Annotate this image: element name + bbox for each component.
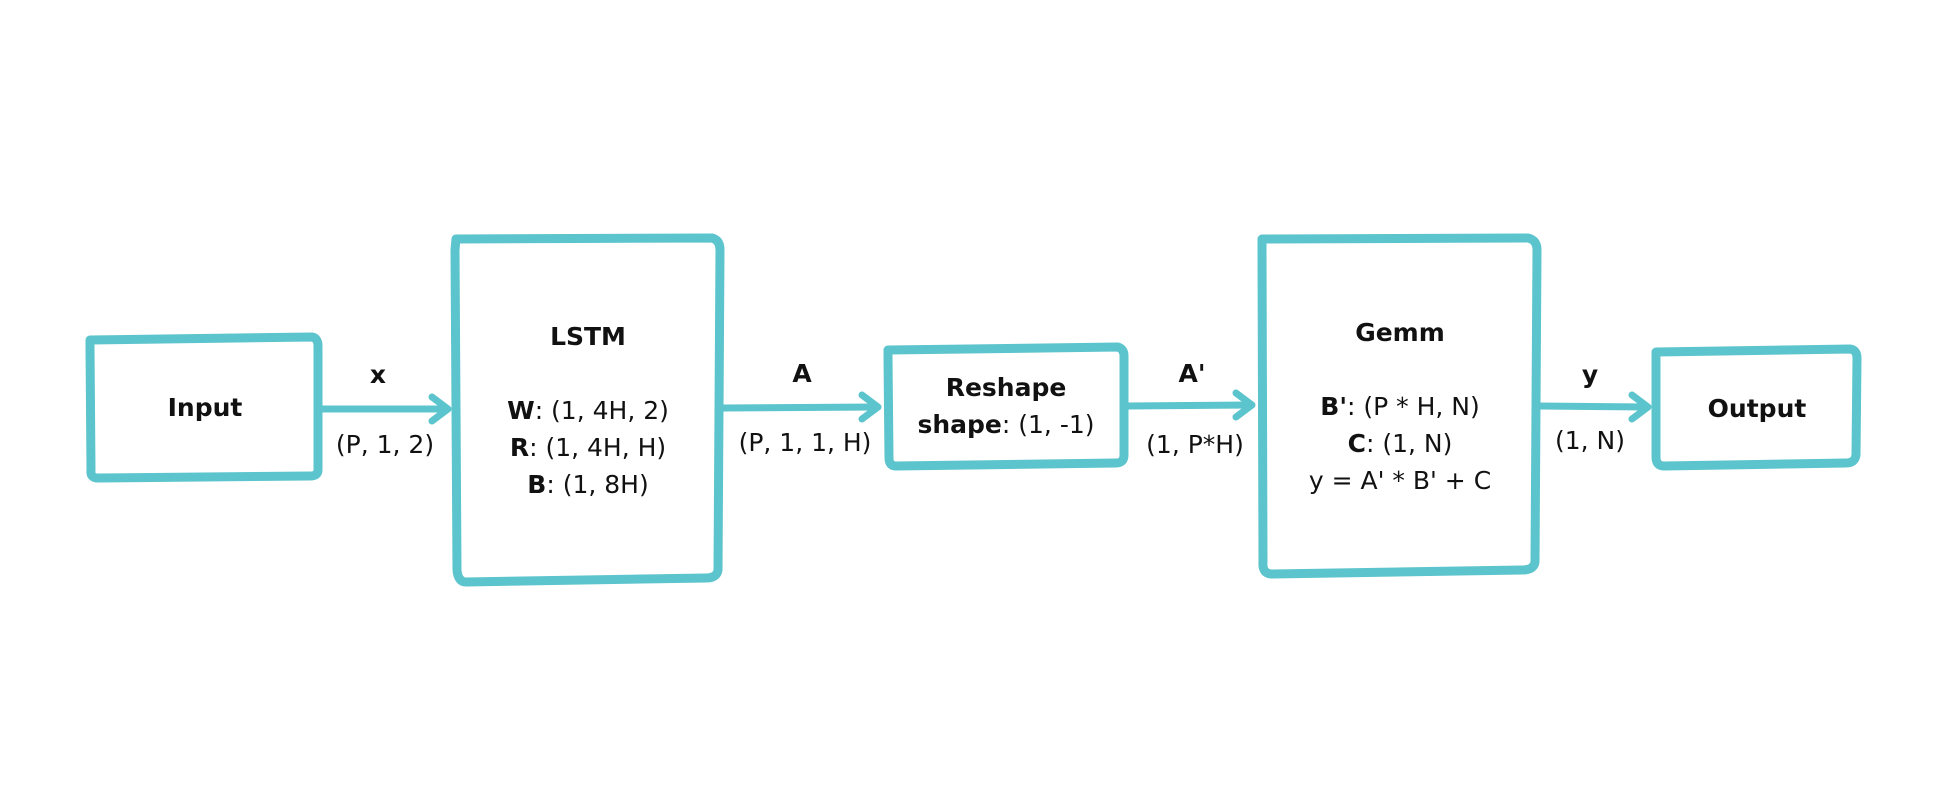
reshape-node: Reshape shape: (1, -1) (896, 352, 1116, 460)
reshape-shape-param: shape: (1, -1) (917, 410, 1095, 439)
arrow-a (720, 391, 882, 423)
lstm-node-box (450, 233, 725, 587)
gemm-weight-b: B': (P * H, N) (1320, 391, 1480, 421)
reshape-node-box (883, 342, 1129, 471)
gemm-formula: y = A' * B' + C (1308, 465, 1492, 495)
output-node: Output (1664, 356, 1850, 460)
edge-shape-a-prime: (1, P*H) (1146, 430, 1244, 459)
gemm-bias-c: C: (1, N) (1347, 428, 1453, 458)
edge-shape-y: (1, N) (1554, 426, 1625, 455)
edge-shape-a: (P, 1, 1, H) (738, 428, 872, 457)
output-node-title: Output (1707, 393, 1807, 423)
gemm-node-title: Gemm (1355, 317, 1445, 347)
edge-shape-x: (P, 1, 2) (335, 430, 435, 459)
gemm-node-box (1257, 233, 1542, 579)
edge-label-y: y (1581, 360, 1599, 389)
lstm-node-title: LSTM (550, 322, 626, 351)
reshape-node-title: Reshape (945, 373, 1067, 402)
input-node-box (85, 332, 323, 483)
edge-label-a-prime: A' (1178, 359, 1206, 388)
output-node-box (1651, 344, 1862, 471)
edge-label-a: A (792, 359, 812, 388)
lstm-node: LSTM W: (1, 4H, 2) R: (1, 4H, H) B: (1, … (466, 248, 710, 573)
lstm-bias-b: B: (1, 8H) (527, 470, 649, 499)
gemm-node: Gemm B': (P * H, N) C: (1, N) y = A' * B… (1272, 247, 1528, 565)
arrow-a-prime (1123, 389, 1256, 421)
arrow-y (1534, 391, 1652, 423)
lstm-weight-w: W: (1, 4H, 2) (507, 396, 669, 425)
arrow-x (316, 393, 452, 425)
input-node-title: Input (167, 393, 243, 422)
edge-label-x: x (369, 360, 387, 389)
lstm-weight-r: R: (1, 4H, H) (509, 433, 667, 462)
input-node: Input (100, 345, 310, 470)
